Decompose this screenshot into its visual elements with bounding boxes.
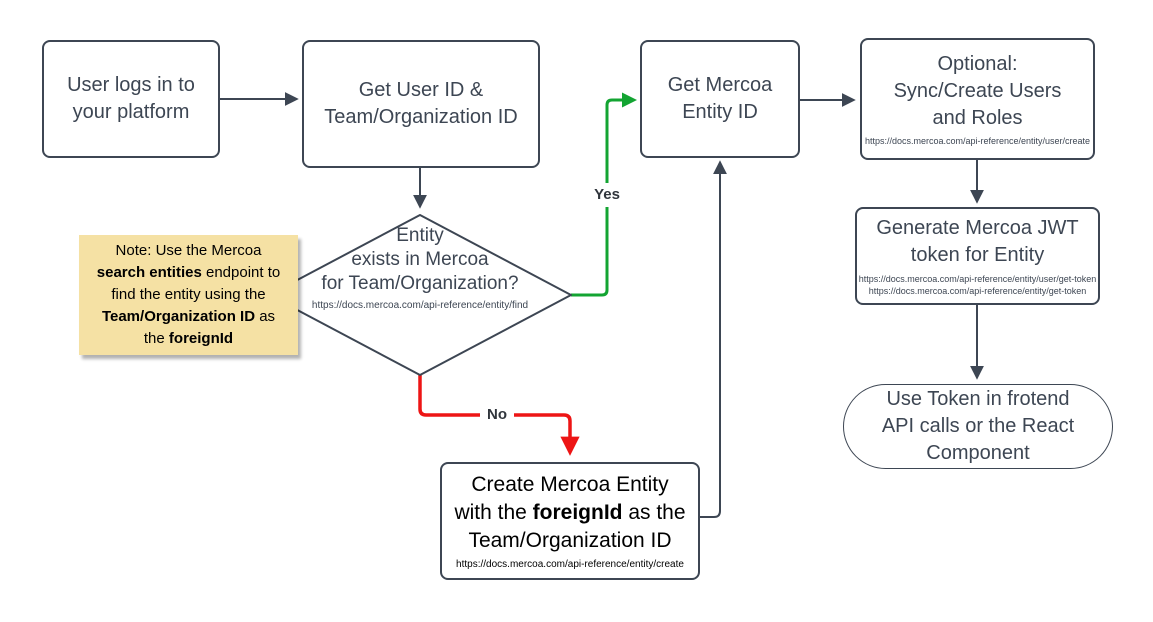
node-create-entity-line: with the foreignId as the <box>454 499 685 527</box>
generate-jwt-api-url: https://docs.mercoa.com/api-reference/en… <box>868 286 1087 296</box>
node-create-entity-line: Create Mercoa Entity <box>471 473 669 496</box>
node-user-login: User logs in to your platform <box>42 40 220 158</box>
create-entity-text: with the <box>454 501 533 524</box>
generate-jwt-api-url: https://docs.mercoa.com/api-reference/en… <box>858 274 1097 284</box>
node-get-user-id-line: Team/Organization ID <box>324 106 518 128</box>
node-user-login-line: your platform <box>72 101 190 123</box>
note-line: the foreignId <box>144 328 233 350</box>
note-text-bold: Team/Organization ID <box>101 308 256 325</box>
node-get-user-id-line: Get User ID & <box>358 79 484 101</box>
note-line: search entities endpoint to <box>97 262 280 284</box>
note-line: Team/Organization ID as <box>102 306 275 328</box>
edge-label-yes: Yes <box>589 183 625 207</box>
node-use-token-line: API calls or the React <box>881 415 1075 437</box>
decision-line: for Team/Organization? <box>321 273 519 294</box>
note-text-bold: search entities <box>96 264 202 281</box>
node-use-token-line: Component <box>926 442 1030 464</box>
note-text: endpoint to <box>201 264 281 281</box>
node-use-token-line: Use Token in frotend <box>886 388 1070 410</box>
decision-line: exists in Mercoa <box>351 249 489 270</box>
node-use-token: Use Token in frotend API calls or the Re… <box>843 384 1113 469</box>
node-generate-jwt: Generate Mercoa JWT token for Entity htt… <box>855 207 1100 305</box>
note-text: as <box>255 308 276 325</box>
node-sync-create-users-line: and Roles <box>932 107 1023 129</box>
note-line: find the entity using the <box>111 284 265 306</box>
node-get-user-id: Get User ID & Team/Organization ID <box>302 40 540 168</box>
edge-label-no: No <box>480 403 514 427</box>
note-search-entities: Note: Use the Mercoa search entities end… <box>79 235 298 355</box>
node-sync-create-users-line: Sync/Create Users <box>893 80 1062 102</box>
node-get-mercoa-entity-id: Get Mercoa Entity ID <box>640 40 800 158</box>
create-entity-text: as the <box>622 501 686 524</box>
decision-api-url: https://docs.mercoa.com/api-reference/en… <box>311 300 529 311</box>
node-get-mercoa-entity-id-line: Entity ID <box>682 101 758 123</box>
node-sync-create-users-line: Optional: <box>937 53 1018 75</box>
node-generate-jwt-line: Generate Mercoa JWT <box>876 217 1079 239</box>
create-entity-api-url: https://docs.mercoa.com/api-reference/en… <box>456 559 684 570</box>
decision-line: Entity <box>396 225 444 246</box>
node-sync-create-users: Optional: Sync/Create Users and Roles ht… <box>860 38 1095 160</box>
note-text: the <box>143 330 169 347</box>
decision-diamond-shape <box>268 214 572 376</box>
node-create-entity-line: Team/Organization ID <box>468 529 672 552</box>
note-text: Note: Use the Mercoa <box>115 242 262 259</box>
node-user-login-line: User logs in to <box>67 74 195 96</box>
note-text: find the entity using the <box>111 286 266 303</box>
node-entity-exists-decision: Entity exists in Mercoa for Team/Organiz… <box>270 224 570 312</box>
node-create-mercoa-entity: Create Mercoa Entity with the foreignId … <box>440 462 700 580</box>
create-entity-text-bold: foreignId <box>532 501 623 524</box>
edge-createentity-to-getentity <box>700 160 727 518</box>
node-generate-jwt-line: token for Entity <box>910 244 1045 266</box>
sync-create-users-api-url: https://docs.mercoa.com/api-reference/en… <box>864 136 1091 146</box>
node-get-mercoa-entity-id-line: Get Mercoa <box>667 74 773 96</box>
note-text-bold: foreignId <box>168 330 234 347</box>
note-line: Note: Use the Mercoa <box>116 240 262 262</box>
